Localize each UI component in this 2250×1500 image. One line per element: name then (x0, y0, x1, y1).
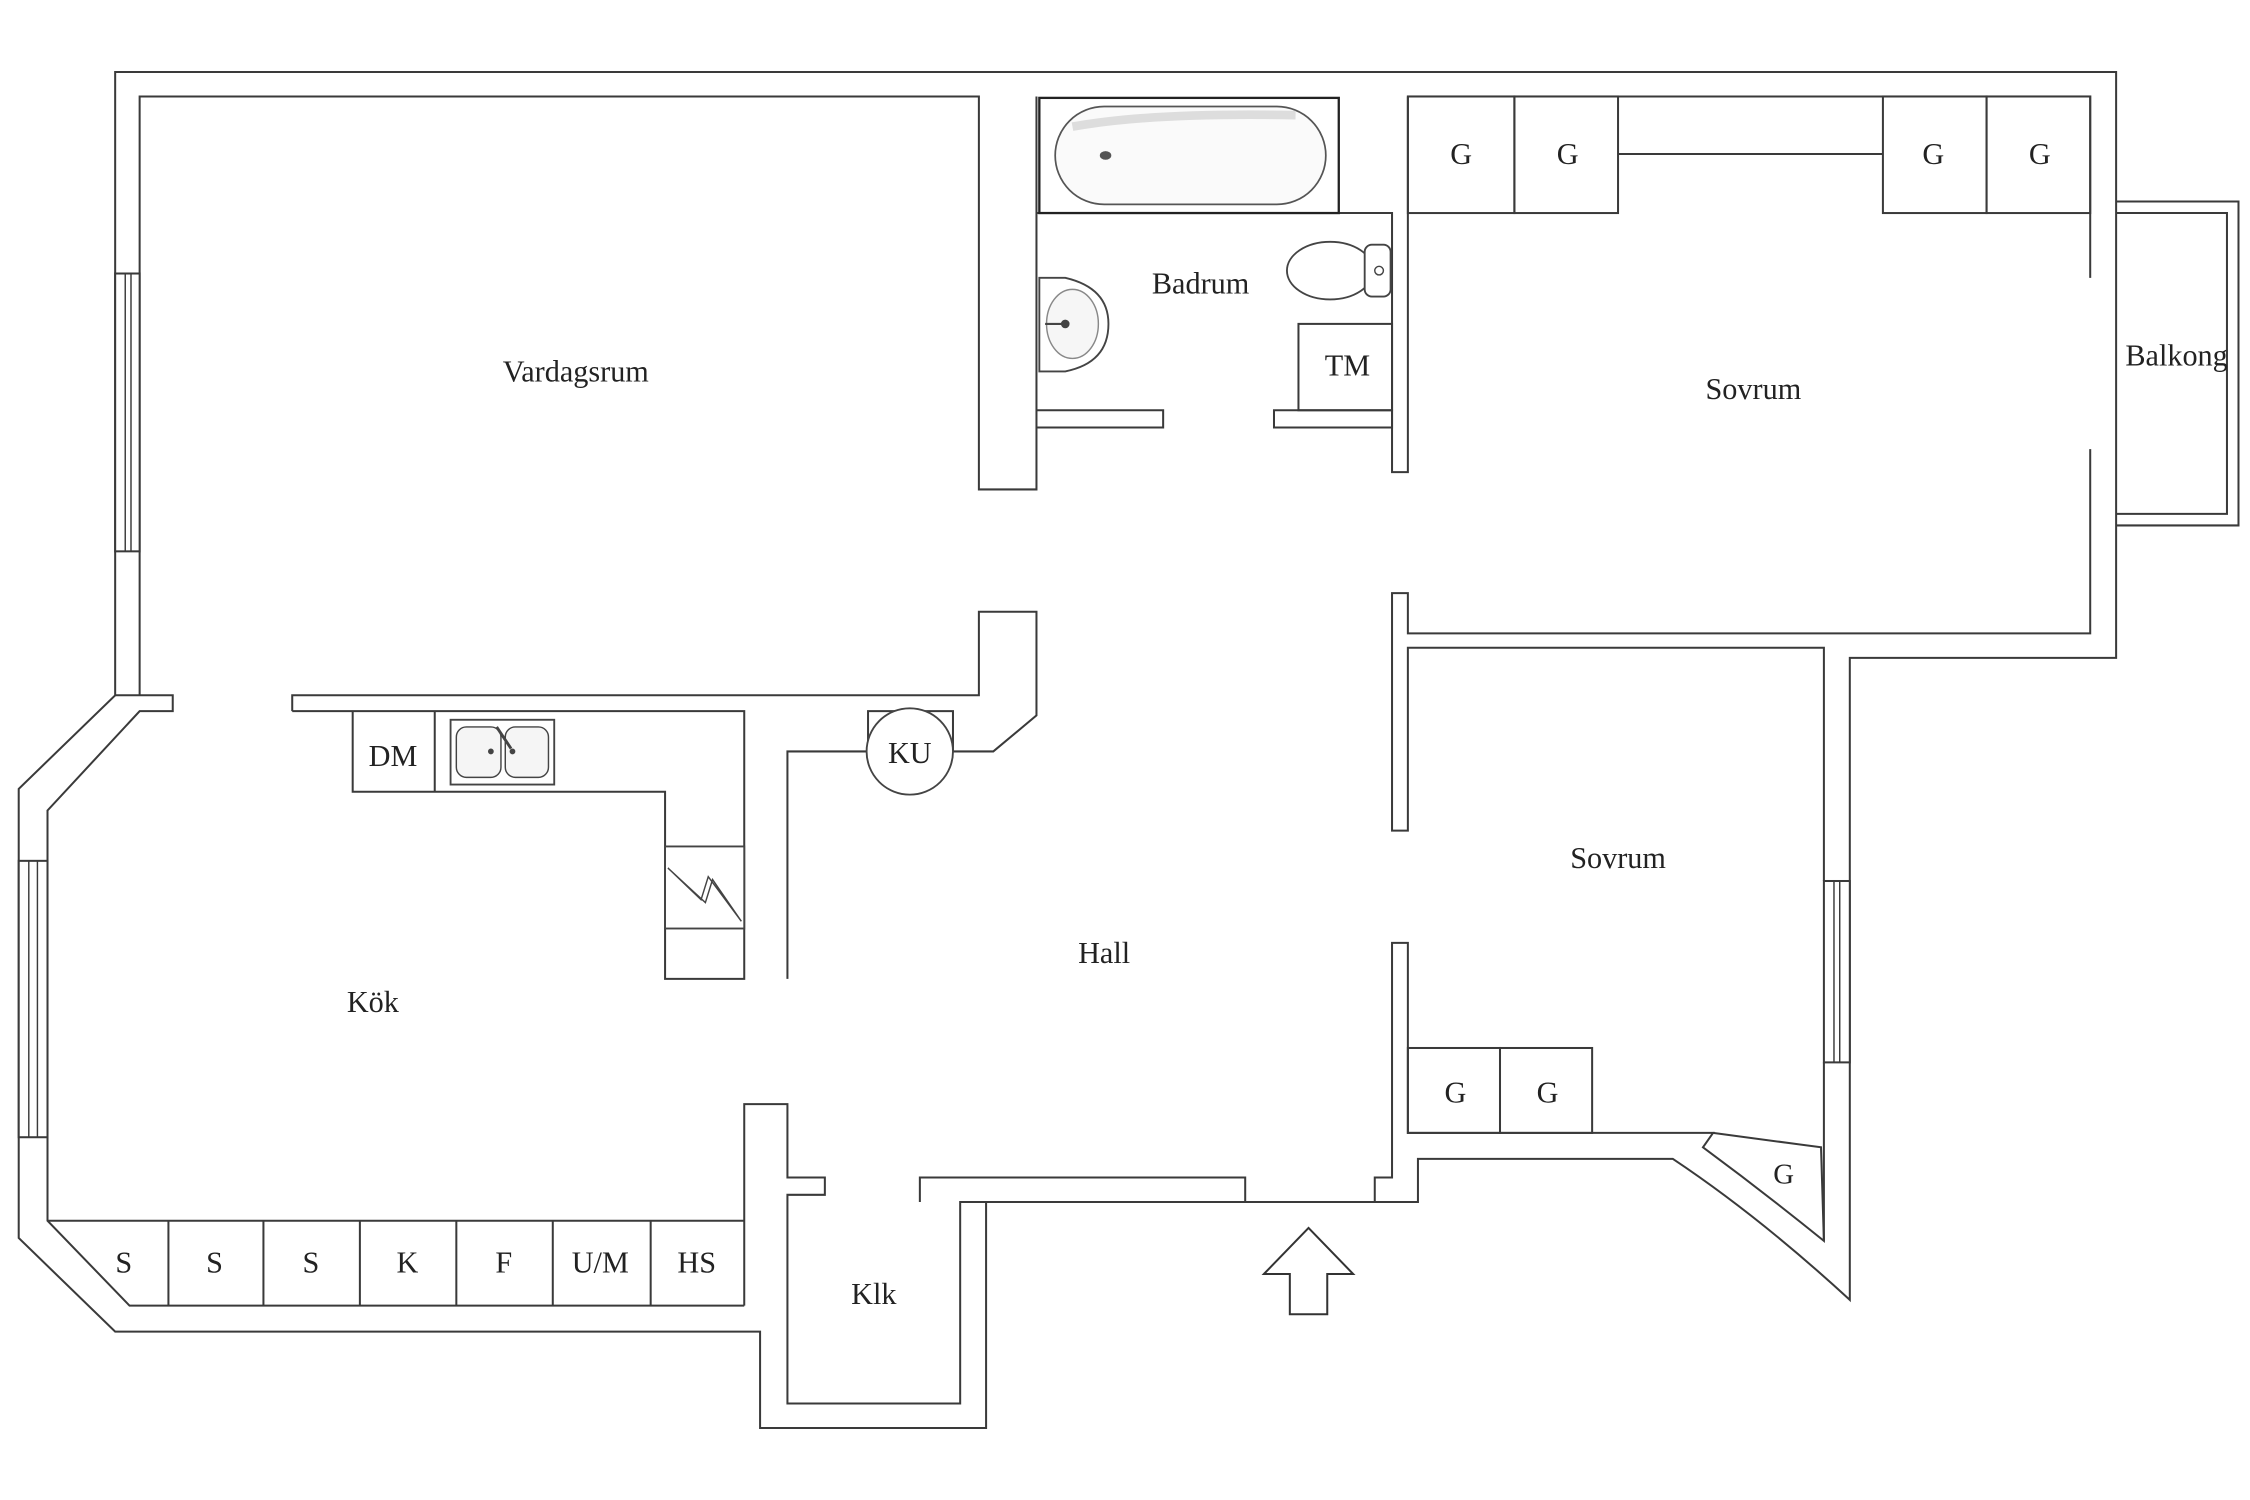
wardrobe-label: G (1450, 137, 1472, 171)
living-room-window (114, 272, 141, 553)
room-label-kok: Kök (347, 985, 400, 1019)
wardrobe-label-corner: G (1773, 1158, 1794, 1190)
bathroom-sink-icon (1038, 276, 1110, 373)
toilet-icon (1286, 240, 1392, 301)
bedroom-lower-walls (1373, 941, 1825, 1243)
kitchen-counter-wall (291, 610, 1038, 753)
room-label-balkong: Balkong (2125, 339, 2227, 373)
fixture-label-tm: TM (1325, 349, 1370, 383)
storage-label: S (115, 1246, 132, 1280)
storage-label: S (303, 1246, 320, 1280)
hall-entry-wall (918, 1176, 1247, 1203)
kitchen-sink-icon (449, 718, 556, 786)
corner-wardrobe (1712, 1131, 1825, 1241)
fixture-label-ku: KU (888, 736, 932, 770)
entrance-arrow-icon (1261, 1226, 1356, 1316)
storage-label: K (396, 1246, 418, 1280)
storage-label: HS (677, 1246, 716, 1280)
kitchen-storage-row (47, 1219, 745, 1306)
room-label-klk: Klk (851, 1277, 897, 1311)
ku-circle (865, 707, 954, 796)
room-label-sovrum-top: Sovrum (1706, 372, 1802, 406)
wardrobe-label: G (1537, 1076, 1559, 1110)
stove-icon (664, 845, 746, 930)
closet-walls (743, 1103, 987, 1405)
room-label-badrum: Badrum (1152, 267, 1250, 301)
wardrobe-label: G (1444, 1076, 1466, 1110)
room-label-sovrum-lower: Sovrum (1570, 841, 1666, 875)
bedroom-lower-window (1822, 879, 1851, 1064)
storage-label: U/M (572, 1246, 629, 1280)
kitchen-counter (292, 710, 746, 980)
storage-label: F (495, 1246, 512, 1280)
fixture-label-dm: DM (369, 739, 418, 773)
wardrobe-label: G (2029, 137, 2051, 171)
wardrobe-label: G (1922, 137, 1944, 171)
room-label-vardagsrum: Vardagsrum (503, 354, 650, 388)
storage-label: S (206, 1246, 223, 1280)
wardrobe-label: G (1557, 137, 1579, 171)
room-label-hall: Hall (1078, 936, 1130, 970)
living-room-walls (138, 95, 1038, 696)
ku-wall (786, 710, 954, 979)
wardrobes-lower (1406, 1046, 1594, 1134)
wardrobes-top (1406, 95, 2092, 215)
bathtub-icon (1038, 96, 1340, 215)
kitchen-window (17, 859, 49, 1139)
kitchen-walls (46, 694, 745, 1307)
outer-wall (17, 70, 2118, 1430)
bedroom-top-walls (1391, 95, 2092, 881)
balcony (2116, 200, 2240, 527)
